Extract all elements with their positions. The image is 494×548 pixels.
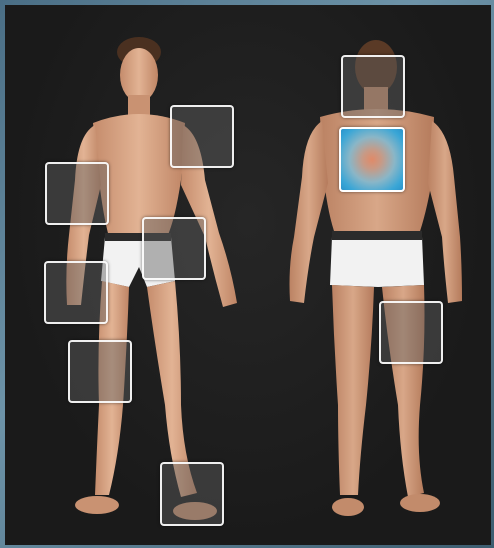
zone-front-forearm-right[interactable]: front-forearm-right xyxy=(44,261,108,324)
zone-id-label: front-hip-left xyxy=(144,219,145,220)
zone-id-label: front-shoulder-left xyxy=(172,107,173,108)
zone-id-label: back-hamstring-right xyxy=(381,303,382,304)
zone-front-thigh-right[interactable]: front-thigh-right xyxy=(68,340,132,403)
zone-id-label: back-neck xyxy=(343,57,344,58)
zone-id-label: front-thigh-right xyxy=(70,342,71,343)
zone-back-neck[interactable]: back-neck xyxy=(341,55,405,118)
zone-front-foot-left[interactable]: front-foot-left xyxy=(160,462,224,526)
zone-id-label: front-upper-arm-right xyxy=(47,164,48,165)
zone-back-hamstring-right[interactable]: back-hamstring-right xyxy=(379,301,443,364)
zone-front-shoulder-left[interactable]: front-shoulder-left xyxy=(170,105,234,168)
zone-front-hip-left[interactable]: front-hip-left xyxy=(142,217,206,280)
zone-id-label: back-upper-back xyxy=(341,129,342,130)
zone-id-label: front-forearm-right xyxy=(46,263,47,264)
zone-front-upper-arm-right[interactable]: front-upper-arm-right xyxy=(45,162,109,225)
zone-back-upper-back-selected[interactable]: back-upper-back xyxy=(339,127,405,192)
zone-id-label: front-foot-left xyxy=(162,464,163,465)
body-map-stage: front-shoulder-left front-upper-arm-righ… xyxy=(5,5,491,545)
